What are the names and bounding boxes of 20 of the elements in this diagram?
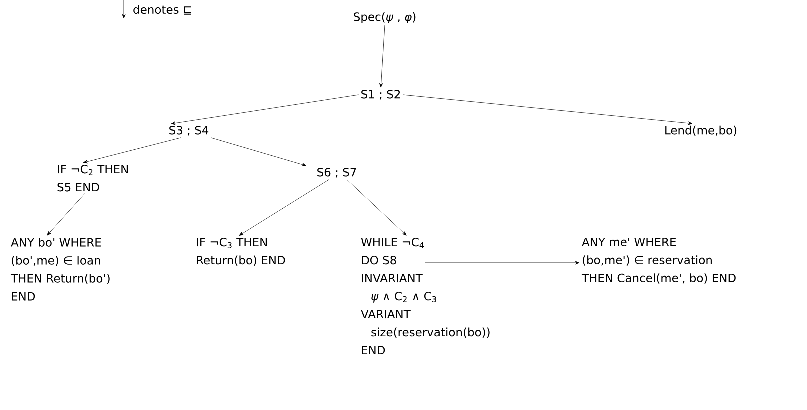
arrow [347,180,407,236]
code-text: S6 ; S7 [318,168,356,178]
code-text: Spec(ψ , φ) [354,12,416,24]
arrow [47,194,86,236]
arrow [239,180,330,236]
arrow [403,94,693,126]
arrow [380,25,386,88]
code-text: WHILE ¬C$_{4}$ DO S8 INVARIANT ψ ∧ C$_{2}$ ∧ C$_{3}$ VARIANT size(reservation(bo)) END [361,238,490,355]
code-text: ANY bo' WHERE (bo',me) ∈ loan THEN Return(bo') END [10,238,110,301]
arrow [211,138,306,166]
arrow [171,94,359,126]
code-text: IF ¬C$_{2}$ THEN S5 END [58,165,128,192]
code-text: S1 ; S2 [362,90,400,100]
arrow [424,261,580,265]
arrow [83,138,182,164]
code-text: ANY me' WHERE (bo,me') ∈ reservation THEN Cancel(me', bo) END [582,238,736,284]
code-text: Lend(me,bo) [666,126,737,136]
legend-text: denotes ⊑ [134,5,192,15]
code-text: IF ¬C$_{3}$ THEN Return(bo) END [197,238,286,266]
code-text: S3 ; S4 [170,126,209,136]
